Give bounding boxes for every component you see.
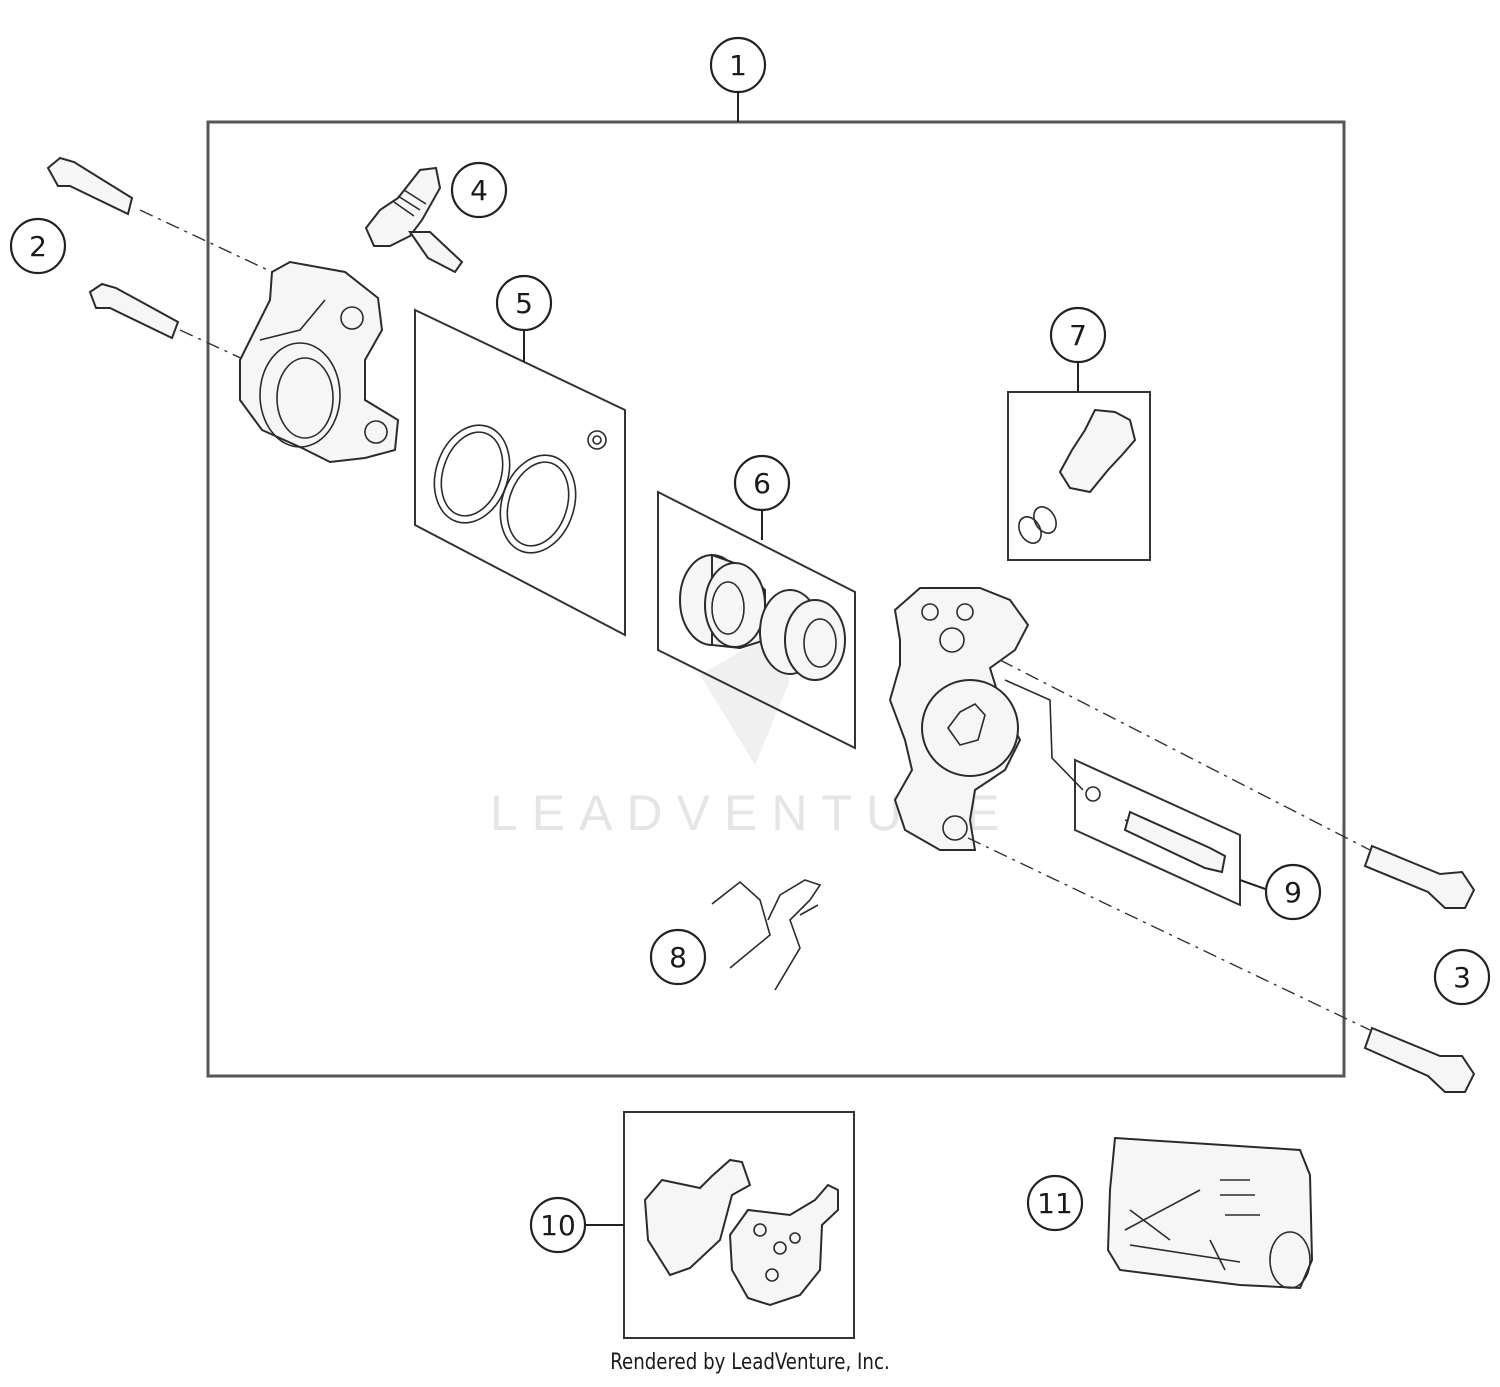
leader-9	[1239, 879, 1269, 891]
bolts-item-2	[46, 156, 273, 361]
callout-5: 5	[495, 274, 553, 332]
pad-spring-item-8	[711, 879, 822, 991]
callout-label: 8	[669, 941, 687, 974]
piston-kit-item-6	[657, 490, 856, 750]
callout-label: 3	[1453, 961, 1471, 994]
callout-6: 6	[733, 454, 791, 512]
callout-label: 5	[515, 287, 533, 320]
bleed-nipple-kit-item-7	[1007, 391, 1151, 561]
callout-1: 1	[709, 36, 767, 94]
render-credit: Rendered by LeadVenture, Inc.	[610, 1350, 890, 1375]
callout-label: 2	[29, 230, 47, 263]
bolts-item-3	[967, 659, 1476, 1093]
assembly-frame	[206, 120, 1346, 1078]
callout-label: 6	[753, 467, 771, 500]
callout-label: 9	[1284, 876, 1302, 909]
callout-11: 11	[1026, 1174, 1084, 1232]
callout-4: 4	[450, 161, 508, 219]
callout-label: 10	[540, 1209, 576, 1242]
callout-3: 3	[1433, 948, 1491, 1006]
callout-7: 7	[1049, 306, 1107, 364]
instruction-bag-item-11	[1106, 1136, 1314, 1290]
callout-label: 4	[470, 174, 488, 207]
callout-label: 7	[1069, 319, 1087, 352]
bleeder-valve-item-4	[364, 166, 464, 274]
pad-pin-kit-item-9	[1004, 679, 1241, 907]
callout-9: 9	[1264, 863, 1322, 921]
seal-kit-item-5	[414, 308, 626, 637]
callout-2: 2	[9, 217, 67, 275]
callout-10: 10	[529, 1196, 587, 1254]
caliper-housing-right	[888, 587, 1030, 851]
callout-8: 8	[649, 928, 707, 986]
callout-label: 11	[1037, 1187, 1073, 1220]
callout-label: 1	[729, 49, 747, 82]
brake-pads-item-10	[623, 1111, 855, 1339]
caliper-bracket-left	[239, 260, 400, 464]
